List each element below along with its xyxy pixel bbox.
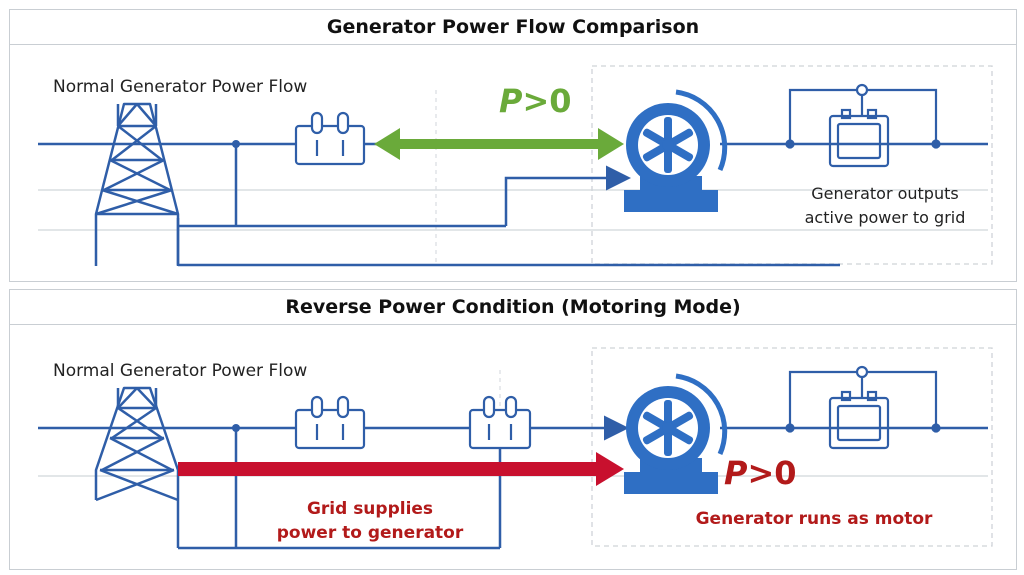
bottom-diagram-label: Normal Generator Power Flow [53,361,307,381]
bottom-panel-title: Reverse Power Condition (Motoring Mode) [10,290,1016,325]
circuit-breaker-icon [294,395,366,450]
battery-load-icon [785,83,941,168]
circuit-breaker-icon [468,395,532,450]
top-diagram: Normal Generator Power Flow P>0 Generato… [38,65,993,267]
top-power-indicator: P>0 [499,82,572,120]
power-flow-double-arrow [374,128,624,160]
battery-load-icon [785,365,941,450]
arrow-label-line1: Grid supplies [307,499,433,519]
top-note-line2: active power to grid [805,208,966,227]
top-note-line1: Generator outputs [811,184,958,203]
motor-zone-box [591,347,993,547]
generator-icon [624,373,728,494]
bottom-power-symbol: P [724,454,748,492]
generator-icon [624,89,728,212]
transmission-tower-icon [94,386,180,502]
transmission-tower-icon [94,102,180,266]
top-power-symbol: P [499,82,523,120]
generator-zone-box [591,65,993,265]
bottom-diagram: Normal Generator Power Flow Grid supplie… [38,347,993,550]
top-panel-title: Generator Power Flow Comparison [10,10,1016,45]
bottom-power-relation: >0 [747,454,796,492]
arrow-label-line2: power to generator [277,523,464,543]
circuit-breaker-icon [294,111,366,166]
bottom-note: Generator runs as motor [696,509,933,529]
top-diagram-label: Normal Generator Power Flow [53,77,307,97]
top-power-relation: >0 [522,82,571,120]
reverse-power-arrow [178,452,624,486]
bottom-power-indicator: P>0 [724,454,797,492]
